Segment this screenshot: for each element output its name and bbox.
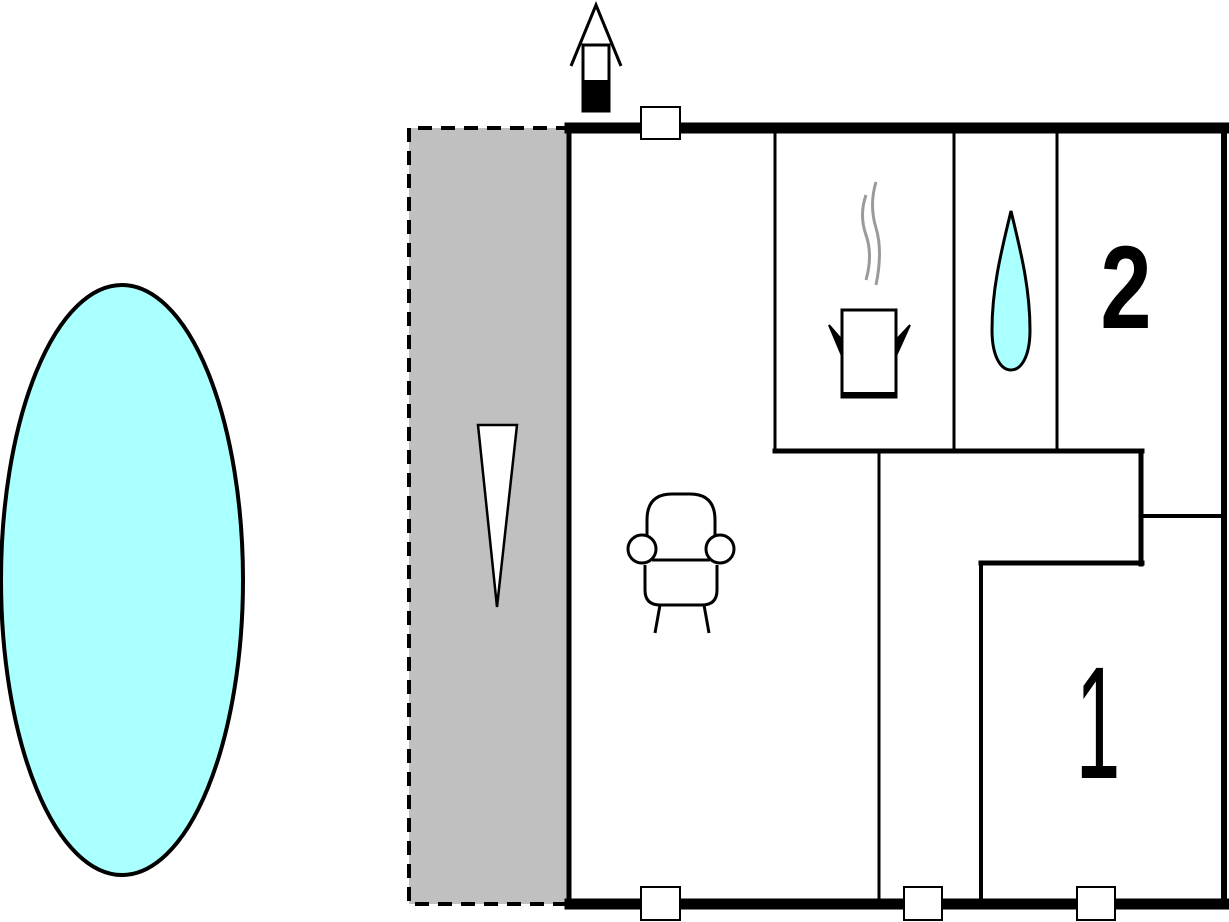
bedroom-2-label: 2	[1100, 222, 1151, 354]
window	[640, 106, 681, 140]
windows	[640, 106, 1116, 921]
pool-icon	[0, 283, 245, 877]
terrace	[407, 126, 570, 906]
terrace-icon	[476, 423, 519, 608]
interior-walls	[772, 131, 1223, 902]
north-arrow-icon	[569, 1, 623, 113]
window	[1076, 886, 1116, 921]
window	[903, 886, 943, 921]
window	[640, 886, 681, 921]
armchair-icon	[626, 492, 736, 634]
cooking-pot-icon	[828, 181, 911, 399]
water-drop-icon	[990, 210, 1032, 372]
bedroom-1-label: 1	[1076, 633, 1120, 813]
